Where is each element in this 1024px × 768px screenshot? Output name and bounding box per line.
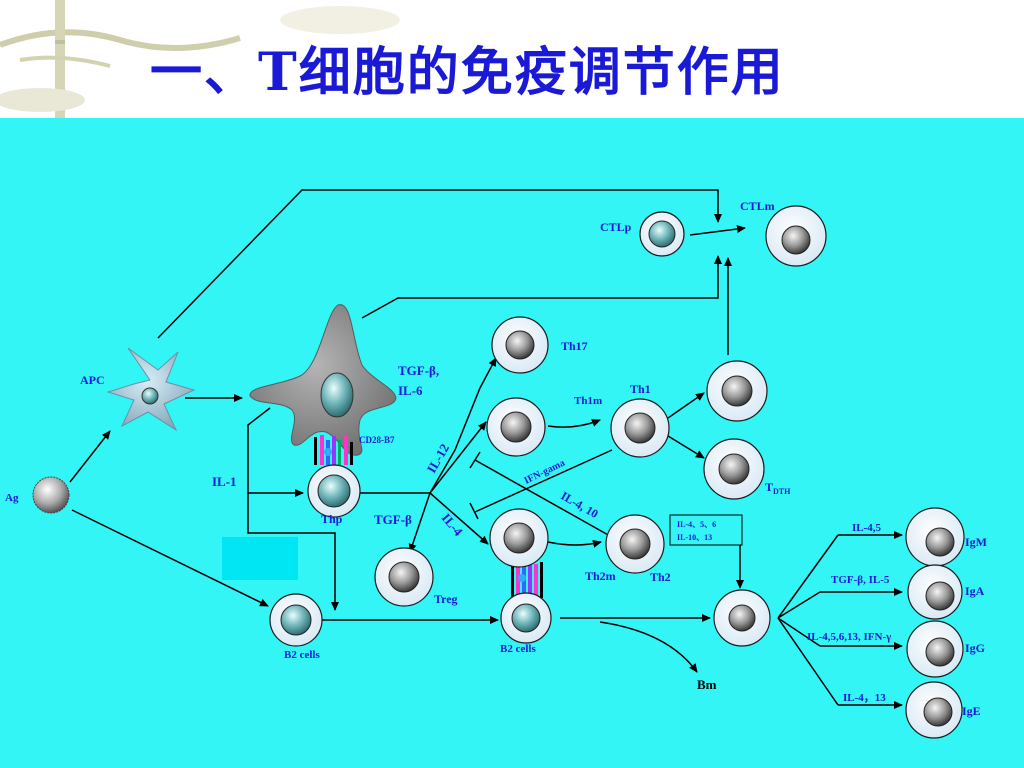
label-bm: Bm <box>697 677 717 692</box>
cytokine-box <box>669 514 743 546</box>
label-th1m: Th1m <box>574 395 602 407</box>
th2-inhibit-bar <box>469 451 481 469</box>
th17-cell <box>491 316 549 374</box>
label-treg: Treg <box>434 592 458 606</box>
receptor-thp <box>314 435 353 465</box>
thp-cell <box>307 464 361 518</box>
arrow-th2m <box>547 539 602 548</box>
ctlm-cell <box>765 205 827 267</box>
slide-header: 一、T细胞的免疫调节作用 <box>0 0 1024 118</box>
tdth-cell <box>703 438 765 500</box>
bamboo-decoration <box>0 0 400 118</box>
th1-cell <box>610 398 670 458</box>
igm-cell <box>905 507 965 567</box>
label-ag: Ag <box>5 492 19 504</box>
label-igg: IgG <box>965 641 985 655</box>
receptor-b2 <box>511 560 543 598</box>
il1-line <box>247 407 339 611</box>
th2-precursor-cell <box>489 508 549 568</box>
arrow-th1-tdth <box>667 435 705 459</box>
ige-cell <box>905 681 963 739</box>
arrow-th1m <box>547 419 601 428</box>
ctlp-cell <box>639 211 685 257</box>
arrow-hub-th2 <box>429 492 489 545</box>
th1-effector-cell <box>706 360 768 422</box>
label-b2-left: B2 cells <box>284 649 320 661</box>
label-il4-5-6-13: IL-4,5,6,13, IFN-γ <box>807 631 891 643</box>
label-th2m: Th2m <box>585 569 616 583</box>
arrow-hub-treg <box>408 492 431 553</box>
iga-cell <box>907 564 963 620</box>
label-cd28: CD28-B7 <box>359 435 395 445</box>
b2-left-cell <box>269 593 323 647</box>
label-apc: APC <box>80 373 105 387</box>
igg-cell <box>906 620 964 678</box>
label-igm: IgM <box>965 535 987 549</box>
label-ige: IgE <box>962 704 981 718</box>
arrow-ctlp-ctlm <box>689 225 746 236</box>
arrow-hub-th17 <box>429 357 497 494</box>
arrow-dc-ctlm <box>361 255 722 319</box>
apc-cell <box>106 347 196 432</box>
th1-inhibit-bar <box>469 502 479 520</box>
th2-inhibit <box>474 459 611 537</box>
treg-cell <box>374 547 434 607</box>
label-il45: IL-4,5 <box>852 522 882 534</box>
t-cell-regulation-diagram: Ag APC IL-1 Thp CD28-B7 TGF-β, IL-6 Th17… <box>0 118 1024 768</box>
arrow-bm <box>599 621 698 673</box>
label-il1: IL-1 <box>212 474 237 489</box>
label-tgf-il6-b: IL-6 <box>398 383 423 398</box>
label-box-line1: IL-4、5、6 <box>677 520 716 529</box>
cyan-block <box>222 537 298 580</box>
antigen <box>32 476 70 514</box>
arrow-ag-b2 <box>71 509 269 607</box>
plasma-precursor-cell <box>713 589 771 647</box>
label-tgfb: TGF-β <box>374 512 412 527</box>
fan-hub <box>777 534 839 706</box>
dendritic-cell <box>249 304 397 456</box>
label-thp: Thp <box>321 512 343 526</box>
th1-precursor-cell <box>486 397 546 457</box>
arrows <box>69 189 903 709</box>
arrow-hub-th1 <box>429 421 487 494</box>
label-il4-13: IL-4，13 <box>843 692 886 704</box>
b2-mid-cell <box>500 592 552 644</box>
arrow-apc-ctlm <box>157 189 722 339</box>
page-title: 一、T细胞的免疫调节作用 <box>150 42 785 103</box>
th2-cell <box>605 514 665 574</box>
label-tgf-il6-a: TGF-β, <box>398 363 439 378</box>
label-th1: Th1 <box>630 382 651 396</box>
label-box-line2: IL-10、13 <box>677 533 712 542</box>
th1-inhibit <box>474 449 613 513</box>
label-ctlm: CTLm <box>740 199 775 213</box>
label-ctlp: CTLp <box>600 220 632 234</box>
label-th2: Th2 <box>650 570 671 584</box>
label-b2-mid: B2 cells <box>500 643 536 655</box>
label-tdth: TDTH <box>765 480 791 496</box>
label-th17: Th17 <box>561 339 588 353</box>
arrow-ag-apc <box>69 430 111 483</box>
label-iga: IgA <box>965 584 985 598</box>
arrow-th1-up <box>667 392 705 419</box>
label-tgf-il5: TGF-β, IL-5 <box>831 574 890 586</box>
